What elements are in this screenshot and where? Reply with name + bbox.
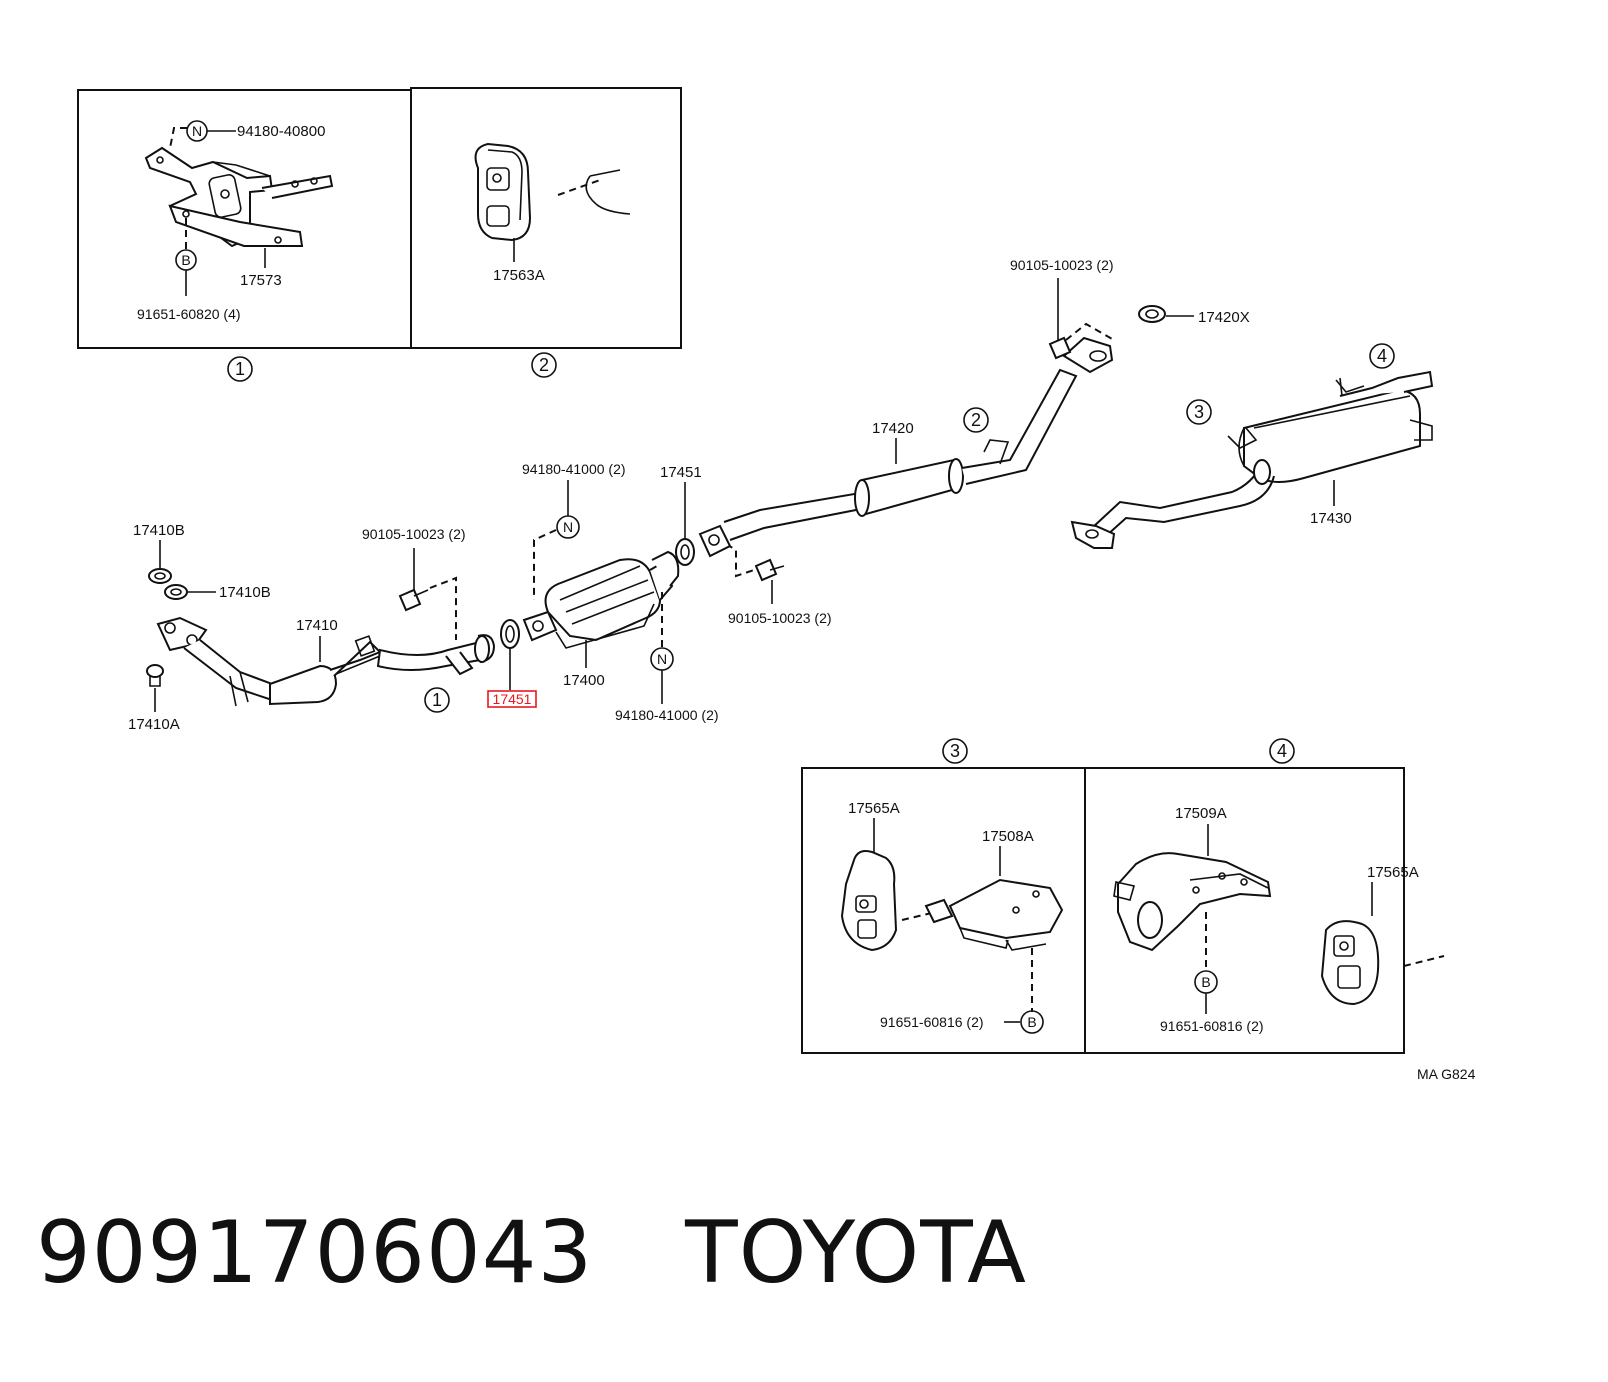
brand-name: TOYOTA [685,1203,1027,1303]
inset-1-bracket-part-label: 17573 [240,272,282,289]
inset-1-marker: 1 [235,359,245,379]
callout-2: 2 [971,410,981,430]
diagram-code: MA G824 [1417,1066,1476,1082]
part-number: 9091706043 [36,1203,594,1303]
inset-3-hanger-drawing [840,850,937,952]
inset-4: 4 17509A B 91651-60816 (2) 17565A [1084,738,1445,1054]
inset-3: 3 17565A 17508A B 91651-60816 (2) [801,738,1086,1054]
inset-4-bracket-part-label: 17509A [1175,805,1227,822]
label-converter: 17400 [563,672,605,689]
callout-3-circle [1186,399,1212,425]
inset-2-hanger-part-label: 17563A [493,267,545,284]
label-bolt-left: 90105-10023 (2) [362,526,466,542]
inset-1-bolt-letter: B [181,252,190,268]
inset-3-bolt-letter-circle [1020,1010,1044,1034]
label-center-pipe: 17420 [872,420,914,437]
inset-4-bolt-part-label: 91651-60816 (2) [1160,1018,1264,1034]
gasket-17410b-mid [164,584,188,600]
label-nut-top: 94180-41000 (2) [522,461,626,477]
main-exhaust-system: 17410B 17410B 17410A [128,257,1434,733]
callout-3: 3 [1194,402,1204,422]
stud-17410a [146,664,164,687]
label-front-pipe: 17410 [296,617,338,634]
inset-4-bolt-letter: B [1201,974,1210,990]
inset-2-marker: 2 [539,355,549,375]
inset-1-marker-circle [227,356,253,382]
label-gasket-top: 17410B [133,522,185,539]
label-bolt-mid: 90105-10023 (2) [728,610,832,626]
callout-1: 1 [432,690,442,710]
label-gasket-upper: 17451 [660,464,702,481]
inset-3-bolt-part-label: 91651-60816 (2) [880,1014,984,1030]
callout-4: 4 [1377,346,1387,366]
label-nut-bottom: 94180-41000 (2) [615,707,719,723]
inset-2-marker-circle [531,352,557,378]
nut-bottom-letter: N [657,651,667,667]
callout-2-circle [963,407,989,433]
nut-top-letter: N [563,519,573,535]
inset-4-bracket-drawing [1113,852,1272,952]
gasket-17420x [1138,305,1166,323]
inset-1: N 94180-40800 B 91651-60820 (4) 17573 1 [77,89,412,382]
center-pipe-17420 [698,336,1114,558]
label-bolt-top: 90105-10023 (2) [1010,257,1114,273]
muffler-17430 [1070,370,1434,549]
inset-1-bolt-part-label: 91651-60820 (4) [137,306,241,322]
bolt-top [1048,336,1072,360]
label-stud: 17410A [128,716,180,733]
inset-1-nut-part-label: 94180-40800 [237,123,325,140]
inset-3-bracket-part-label: 17508A [982,828,1034,845]
gasket-17451-upper [675,538,695,566]
gasket-17451-lower [500,619,520,649]
inset-4-frame [1084,767,1405,1054]
front-pipe-17410 [156,616,496,707]
inset-4-marker-circle [1269,738,1295,764]
gasket-17410b-top [148,568,172,584]
bolt-mid [754,558,785,582]
inset-3-marker-circle [942,738,968,764]
callout-1-circle [424,687,450,713]
label-muffler: 17430 [1310,510,1352,527]
inset-4-hanger-part-label: 17565A [1367,864,1419,881]
inset-3-bolt-letter: B [1027,1014,1036,1030]
callout-4-circle [1369,343,1395,369]
label-gasket-mid: 17410B [219,584,271,601]
inset-1-bracket-drawing [144,146,334,248]
catalytic-converter-17400 [522,550,680,649]
bolt-left [398,588,429,612]
inset-3-hanger-part-label: 17565A [848,800,900,817]
inset-2-hanger-drawing [474,142,631,242]
inset-2: 17563A 2 [410,87,682,378]
inset-4-marker: 4 [1277,741,1287,761]
label-gasket-lower: 17451 [493,691,532,707]
nut-top-letter-circle [556,515,580,539]
inset-3-marker: 3 [950,741,960,761]
inset-2-frame [410,87,682,349]
label-gasket-rear: 17420X [1198,309,1250,326]
inset-3-bracket-drawing [924,878,1064,951]
inset-4-hanger-drawing [1320,920,1445,1006]
inset-1-nut-letter: N [192,123,202,139]
highlight-box [487,690,537,708]
